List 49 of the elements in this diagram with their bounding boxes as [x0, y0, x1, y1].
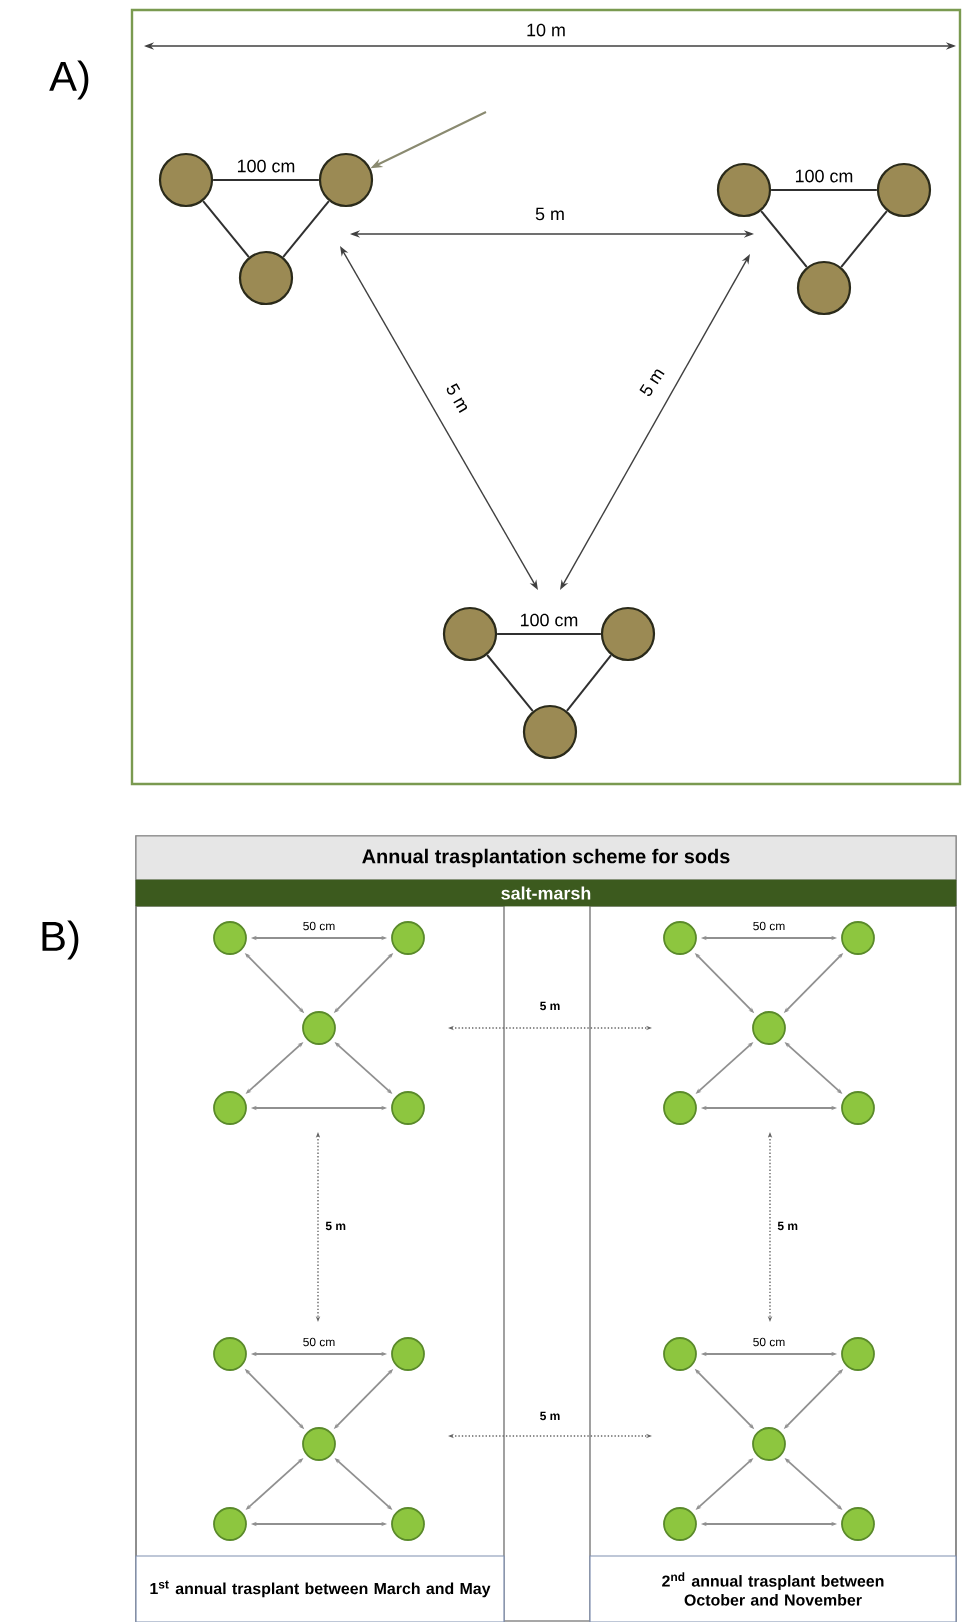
plant-circle — [841, 1337, 875, 1371]
plant-circle — [752, 1011, 786, 1045]
plant-circle — [442, 606, 498, 662]
plant-circle — [391, 921, 425, 955]
plant-circle — [876, 162, 932, 218]
dimension-label: 5 m — [535, 207, 564, 221]
plant-circle — [213, 1337, 247, 1371]
plant-circle — [752, 1427, 786, 1461]
connector-line — [486, 654, 534, 712]
plant-circle — [663, 1091, 697, 1125]
plant-circle — [841, 1091, 875, 1125]
plant-circle — [213, 921, 247, 955]
title-box: Annual trasplantation scheme for sods — [135, 835, 957, 881]
plant-circle — [391, 1091, 425, 1125]
connector-line — [202, 200, 250, 258]
plant-circle — [391, 1337, 425, 1371]
connector-line — [282, 200, 330, 258]
plant-circle — [663, 1337, 697, 1371]
band-box: salt-marsh — [135, 879, 957, 907]
dimension-label: 5 m — [639, 369, 665, 397]
plant-circle — [663, 921, 697, 955]
panel-label: A) — [49, 60, 89, 100]
plant-circle — [302, 1011, 336, 1045]
plant-circle — [302, 1427, 336, 1461]
edge-label: 100 cm — [235, 158, 297, 174]
connector-line — [496, 633, 602, 635]
plant-circle — [238, 250, 294, 306]
plant-circle — [716, 162, 772, 218]
plant-circle — [841, 1507, 875, 1541]
connector-line — [212, 179, 320, 181]
plant-circle — [391, 1507, 425, 1541]
plant-circle — [158, 152, 214, 208]
plant-circle — [522, 704, 578, 760]
plant-circle — [318, 152, 374, 208]
plant-circle — [841, 921, 875, 955]
plant-circle — [600, 606, 656, 662]
connector-line — [770, 189, 878, 191]
plant-circle — [796, 260, 852, 316]
connector-line — [840, 210, 888, 268]
plant-circle — [213, 1507, 247, 1541]
connector-line — [760, 210, 808, 268]
panel-label: B) — [42, 920, 79, 960]
dimension-label: 5 m — [446, 383, 468, 413]
plant-circle — [663, 1507, 697, 1541]
dimension-label: 10 m — [527, 23, 565, 37]
edge-label: 100 cm — [793, 168, 855, 184]
plant-circle — [213, 1091, 247, 1125]
edge-label: 100 cm — [518, 612, 580, 628]
connector-line — [565, 654, 613, 712]
